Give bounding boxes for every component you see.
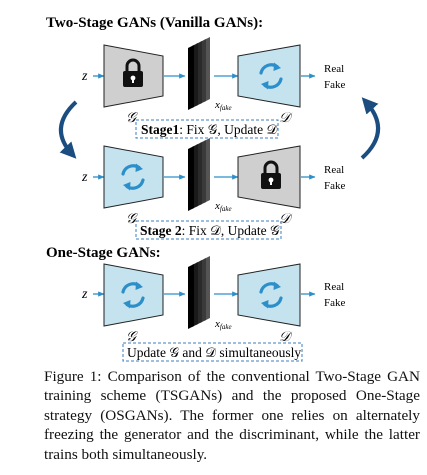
stage1-bold: Stage1 bbox=[141, 122, 179, 137]
z-input-3: z bbox=[81, 287, 88, 302]
stage2-row: z Real Fake 𝒢 xfake 𝒟 Stage 2: Fix 𝒟, Up… bbox=[81, 138, 346, 240]
curved-arrow-left-icon bbox=[58, 100, 78, 159]
stage2-bold: Stage 2 bbox=[140, 223, 182, 238]
svg-text:Stage1: Fix 𝒢, Update 𝒟: Stage1: Fix 𝒢, Update 𝒟 bbox=[141, 122, 278, 137]
output-real-3: Real bbox=[324, 281, 344, 293]
stage1-box bbox=[135, 119, 279, 139]
two-stage-title: Two-Stage GANs (Vanilla GANs): bbox=[46, 15, 263, 31]
fake-sample-stack bbox=[188, 256, 210, 329]
discriminator-block-training bbox=[237, 263, 301, 327]
x-fake-label-1: xfake bbox=[214, 99, 232, 112]
one-stage-row: z Real Fake 𝒢 xfake 𝒟 Update 𝒢 and 𝒟 sim… bbox=[81, 256, 346, 362]
x-fake-label-3: xfake bbox=[214, 318, 232, 331]
output-real-1: Real bbox=[324, 63, 344, 75]
z-input-1: z bbox=[81, 69, 88, 84]
generator-label-1: 𝒢 bbox=[126, 111, 138, 126]
output-fake-2: Fake bbox=[324, 180, 346, 192]
output-fake-3: Fake bbox=[324, 297, 346, 309]
discriminator-label-1: 𝒟 bbox=[279, 111, 293, 126]
one-stage-title: One-Stage GANs: bbox=[46, 245, 161, 261]
x-fake-label-2: xfake bbox=[214, 200, 232, 213]
discriminator-block-training bbox=[237, 44, 301, 108]
generator-label-3: 𝒢 bbox=[126, 330, 138, 345]
output-real-2: Real bbox=[324, 164, 344, 176]
gan-diagram: Two-Stage GANs (Vanilla GANs): z Real Fa… bbox=[46, 15, 381, 362]
figure-caption: Figure 1: Comparison of the conventional… bbox=[44, 367, 420, 464]
one-stage-box-text: Update 𝒢 and 𝒟 simultaneously bbox=[127, 345, 301, 360]
stage1-text: : Fix 𝒢, Update 𝒟 bbox=[179, 122, 278, 137]
generator-block-training bbox=[103, 263, 164, 327]
fake-sample-stack bbox=[188, 138, 210, 211]
discriminator-label-3: 𝒟 bbox=[279, 330, 293, 345]
stage1-row: z Real Fake 𝒢 xfake 𝒟 Stage1: Fix 𝒢, Upd… bbox=[81, 37, 346, 139]
generator-label-2: 𝒢 bbox=[126, 212, 138, 227]
curved-arrow-right-icon bbox=[360, 97, 381, 160]
stage2-box bbox=[135, 220, 282, 240]
fake-sample-stack bbox=[188, 37, 210, 110]
discriminator-label-2: 𝒟 bbox=[279, 212, 293, 227]
one-stage-box bbox=[122, 342, 303, 362]
caption-label: Figure 1: bbox=[44, 368, 108, 385]
stage2-text: : Fix 𝒟, Update 𝒢 bbox=[182, 223, 280, 238]
generator-block-training bbox=[103, 145, 164, 209]
output-fake-1: Fake bbox=[324, 79, 346, 91]
caption-text: Comparison of the conventional Two-Stage… bbox=[44, 368, 420, 463]
svg-text:Stage 2: Fix 𝒟, Update 𝒢: Stage 2: Fix 𝒟, Update 𝒢 bbox=[140, 223, 280, 238]
z-input-2: z bbox=[81, 170, 88, 185]
